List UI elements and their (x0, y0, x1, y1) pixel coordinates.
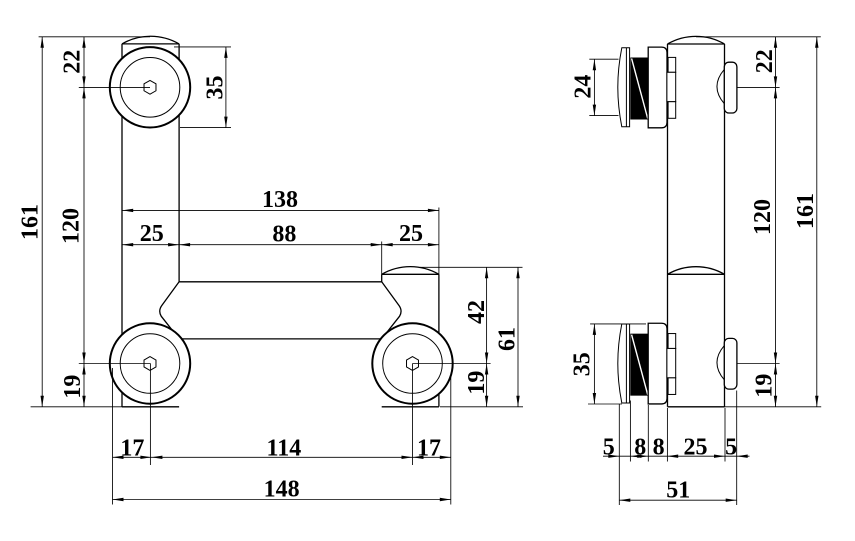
svg-text:8: 8 (653, 434, 665, 460)
svg-text:5: 5 (725, 434, 737, 460)
svg-text:24: 24 (571, 75, 597, 99)
svg-text:35: 35 (570, 352, 596, 376)
svg-text:19: 19 (60, 375, 86, 399)
svg-text:17: 17 (120, 435, 144, 461)
svg-text:88: 88 (272, 221, 296, 247)
svg-text:161: 161 (793, 193, 819, 229)
svg-text:22: 22 (752, 49, 778, 73)
svg-text:19: 19 (752, 374, 778, 398)
svg-text:35: 35 (203, 76, 229, 100)
svg-text:138: 138 (262, 187, 298, 213)
svg-text:17: 17 (417, 435, 441, 461)
svg-text:25: 25 (399, 221, 423, 247)
svg-text:19: 19 (464, 371, 490, 395)
svg-text:120: 120 (750, 199, 776, 235)
svg-text:51: 51 (666, 478, 690, 504)
svg-text:25: 25 (140, 221, 164, 247)
svg-text:25: 25 (684, 434, 708, 460)
svg-text:148: 148 (264, 476, 300, 502)
svg-text:22: 22 (60, 50, 86, 74)
svg-text:61: 61 (494, 327, 520, 351)
svg-text:120: 120 (58, 208, 84, 244)
svg-text:8: 8 (634, 434, 646, 460)
svg-text:161: 161 (18, 204, 44, 240)
svg-text:114: 114 (267, 435, 302, 461)
svg-text:42: 42 (464, 300, 490, 324)
svg-text:5: 5 (603, 434, 615, 460)
